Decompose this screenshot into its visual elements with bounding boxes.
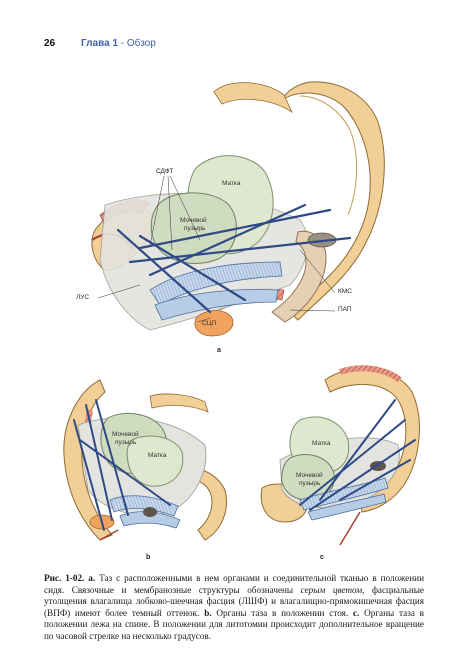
label-sdft: СДФТ [156,168,174,175]
caption-text-1: Таз с расположенными в нем органами и со… [44,573,424,595]
caption-text-4: Органы таза в положении лежа на спине. В… [44,607,425,641]
caption-italic-1: серым цветом, [300,584,365,595]
chapter-title: Обзор [126,38,156,49]
caption-fig-ref: Рис. 1-02. [44,573,85,583]
label-uterus-b: Матка [148,452,167,459]
label-bladder-a-1: Мочевой [180,217,207,224]
label-bladder-c-2: пузырь [299,480,321,487]
label-bladder-b-2: пузырь [115,439,137,446]
page-number: 26 [44,38,56,49]
figure-b-letter: b [146,554,151,561]
caption-b-mark: b. [204,607,212,618]
label-bladder-a-2: пузырь [184,225,206,232]
figure-c-letter: c [320,554,324,561]
caption-c-mark: c. [352,607,360,618]
label-pap: ПАП [338,306,352,313]
caption-text-2: фасциальные утолщения влагалища лобково-… [44,584,424,618]
caption-a-mark: а. [88,573,96,583]
label-bladder-c-1: Мочевой [296,472,323,479]
label-bladder-b-1: Мочевой [112,431,139,438]
figure-b-drawing [63,379,227,541]
label-uterus-a: Матка [222,180,241,187]
page-header: 26 Глава 1 - Обзор [44,38,424,52]
figure-c-drawing [260,365,420,546]
figure-a-drawing [91,81,385,337]
chapter-label: Глава 1 [81,38,119,49]
label-kms: КМС [338,288,352,295]
label-uterus-c: Матка [312,440,331,447]
figure-caption: Рис. 1-02. а. Таз с расположенными в нем… [44,573,424,643]
label-scp: СЦП [202,320,217,327]
chapter-heading: Глава 1 - Обзор [81,38,156,49]
caption-text-3: Органы таза в положении стоя. [216,607,349,618]
label-lus: ЛУС [76,294,90,301]
figure-a-letter: a [217,347,221,354]
chapter-separator: - [118,38,127,49]
